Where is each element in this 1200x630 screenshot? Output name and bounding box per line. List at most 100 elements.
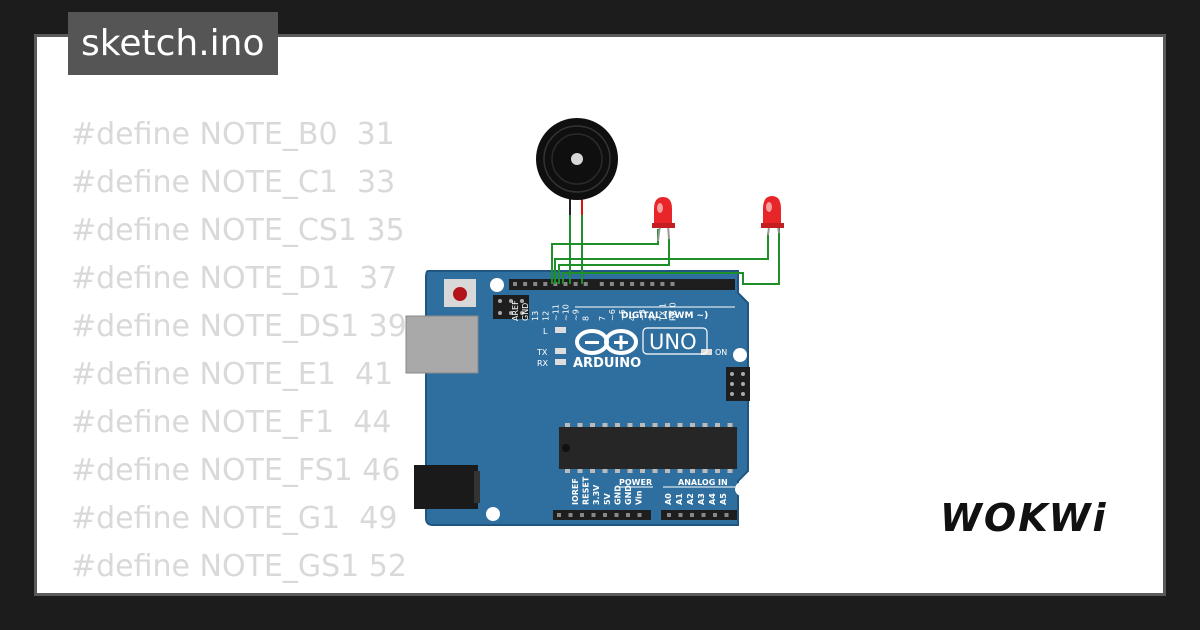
led-rx-indicator (555, 359, 566, 365)
wire-led2-gnd (554, 233, 769, 284)
power-pin-label: GND (613, 485, 622, 505)
analog-pin-label: A1 (675, 493, 684, 505)
power-pin-hole[interactable] (614, 513, 619, 517)
sketch-filename-tab: sketch.ino (68, 12, 279, 75)
mounting-hole (490, 278, 504, 292)
led-label-rx: RX (537, 359, 549, 368)
code-line: #define NOTE_CS1 35 (71, 213, 405, 248)
analog-pin-hole[interactable] (701, 513, 706, 517)
code-line: #define NOTE_F1 44 (71, 405, 392, 440)
power-pin-label: 3.3V (592, 484, 601, 505)
analog-pin-hole[interactable] (667, 513, 671, 517)
digital-pin-hole[interactable] (543, 282, 548, 286)
digital-pin-label: ~6 (608, 309, 617, 321)
digital-pin-hole[interactable] (670, 282, 675, 286)
analog-pin-hole[interactable] (724, 513, 729, 517)
digital-pin-hole[interactable] (583, 282, 588, 286)
wokwi-logo: WOKWi (940, 496, 1108, 540)
analog-pin-hole[interactable] (690, 513, 694, 517)
digital-pin-label: 7 (598, 316, 607, 321)
power-pin-hole[interactable] (591, 513, 596, 517)
power-pin-label: GND (624, 485, 633, 505)
code-line: #define NOTE_C1 33 (71, 165, 396, 200)
svg-text:WOKWi: WOKWi (940, 496, 1108, 540)
led-tx-indicator (555, 348, 566, 354)
led-label-on: ON (715, 348, 727, 357)
led-red-2[interactable] (761, 196, 784, 236)
digital-pin-label: RX 0 (669, 302, 678, 321)
mounting-hole (486, 507, 500, 521)
mounting-hole (735, 482, 749, 496)
atmega-chip (559, 423, 737, 473)
mounting-hole (733, 348, 747, 362)
digital-pin-label: ~5 (618, 309, 627, 321)
digital-section-label: DIGITAL (PWM ~) (621, 311, 708, 321)
led-label-l: L (543, 327, 548, 336)
preview-frame: #define NOTE_B0 31#define NOTE_C1 33#def… (34, 34, 1166, 596)
analog-header (661, 510, 737, 520)
power-pin-hole[interactable] (568, 513, 573, 517)
power-pin-hole[interactable] (637, 513, 642, 517)
digital-pin-label: ~11 (551, 304, 560, 321)
power-section-label: POWER (619, 478, 652, 487)
analog-pin-label: A5 (719, 493, 728, 505)
power-pin-hole[interactable] (557, 513, 561, 517)
power-pin-label: RESET (582, 476, 591, 505)
arduino-brand-text: ARDUINO (573, 356, 641, 371)
digital-pin-hole[interactable] (609, 282, 614, 286)
digital-pin-label: ~3 (638, 309, 647, 321)
wire-led1-pin (558, 239, 670, 284)
digital-pin-hole[interactable] (660, 282, 665, 286)
code-line: #define NOTE_FS1 46 (71, 453, 401, 488)
power-jack (414, 465, 478, 509)
digital-pin-hole[interactable] (573, 282, 578, 286)
power-pin-label: Vin (635, 490, 644, 505)
digital-pin-label: TX 1 (658, 303, 667, 322)
led-red-1[interactable] (652, 197, 675, 242)
piezo-buzzer[interactable] (536, 118, 618, 215)
digital-pin-label: 4 (628, 316, 637, 321)
digital-pin-label: ~10 (562, 304, 571, 321)
digital-pin-hole[interactable] (640, 282, 645, 286)
power-pin-label: IOREF (571, 478, 580, 505)
digital-pin-label: GND (521, 303, 530, 321)
digital-pin-hole[interactable] (523, 282, 528, 286)
analog-pin-hole[interactable] (678, 513, 683, 517)
code-line: #define NOTE_DS1 39 (71, 309, 407, 344)
code-line: #define NOTE_GS1 52 (71, 549, 407, 584)
analog-pin-label: A2 (686, 493, 695, 505)
digital-pin-label: 13 (531, 311, 540, 321)
code-line: #define NOTE_G1 49 (71, 501, 398, 536)
power-pin-hole[interactable] (603, 513, 607, 517)
uno-model-text: UNO (649, 330, 697, 354)
analog-section-label: ANALOG IN (678, 478, 728, 487)
led-l-indicator (555, 327, 566, 333)
digital-pin-label: ~9 (572, 309, 581, 321)
digital-pin-hole[interactable] (513, 282, 517, 286)
code-editor: #define NOTE_B0 31#define NOTE_C1 33#def… (71, 111, 407, 593)
analog-pin-label: A0 (664, 493, 673, 505)
digital-pin-hole[interactable] (620, 282, 624, 286)
digital-pin-hole[interactable] (533, 282, 538, 286)
analog-pin-label: A4 (708, 493, 717, 505)
power-pin-hole[interactable] (580, 513, 584, 517)
uno-badge (642, 327, 708, 355)
digital-pin-hole[interactable] (650, 282, 655, 286)
digital-pin-label: AREF (511, 300, 520, 321)
code-line: #define NOTE_E1 41 (71, 357, 394, 392)
digital-pin-label: 8 (582, 316, 591, 321)
power-header (553, 510, 651, 520)
digital-pin-hole[interactable] (630, 282, 635, 286)
analog-pin-label: A3 (697, 493, 706, 505)
power-pin-hole[interactable] (626, 513, 630, 517)
usb-port (405, 315, 479, 374)
digital-pin-label: 12 (541, 311, 550, 321)
digital-pin-hole[interactable] (599, 282, 604, 286)
analog-pin-hole[interactable] (713, 513, 717, 517)
digital-pin-label: 2 (648, 316, 657, 321)
icsp-header-2 (726, 367, 750, 401)
reset-button[interactable] (444, 279, 476, 307)
digital-pin-hole[interactable] (563, 282, 568, 286)
